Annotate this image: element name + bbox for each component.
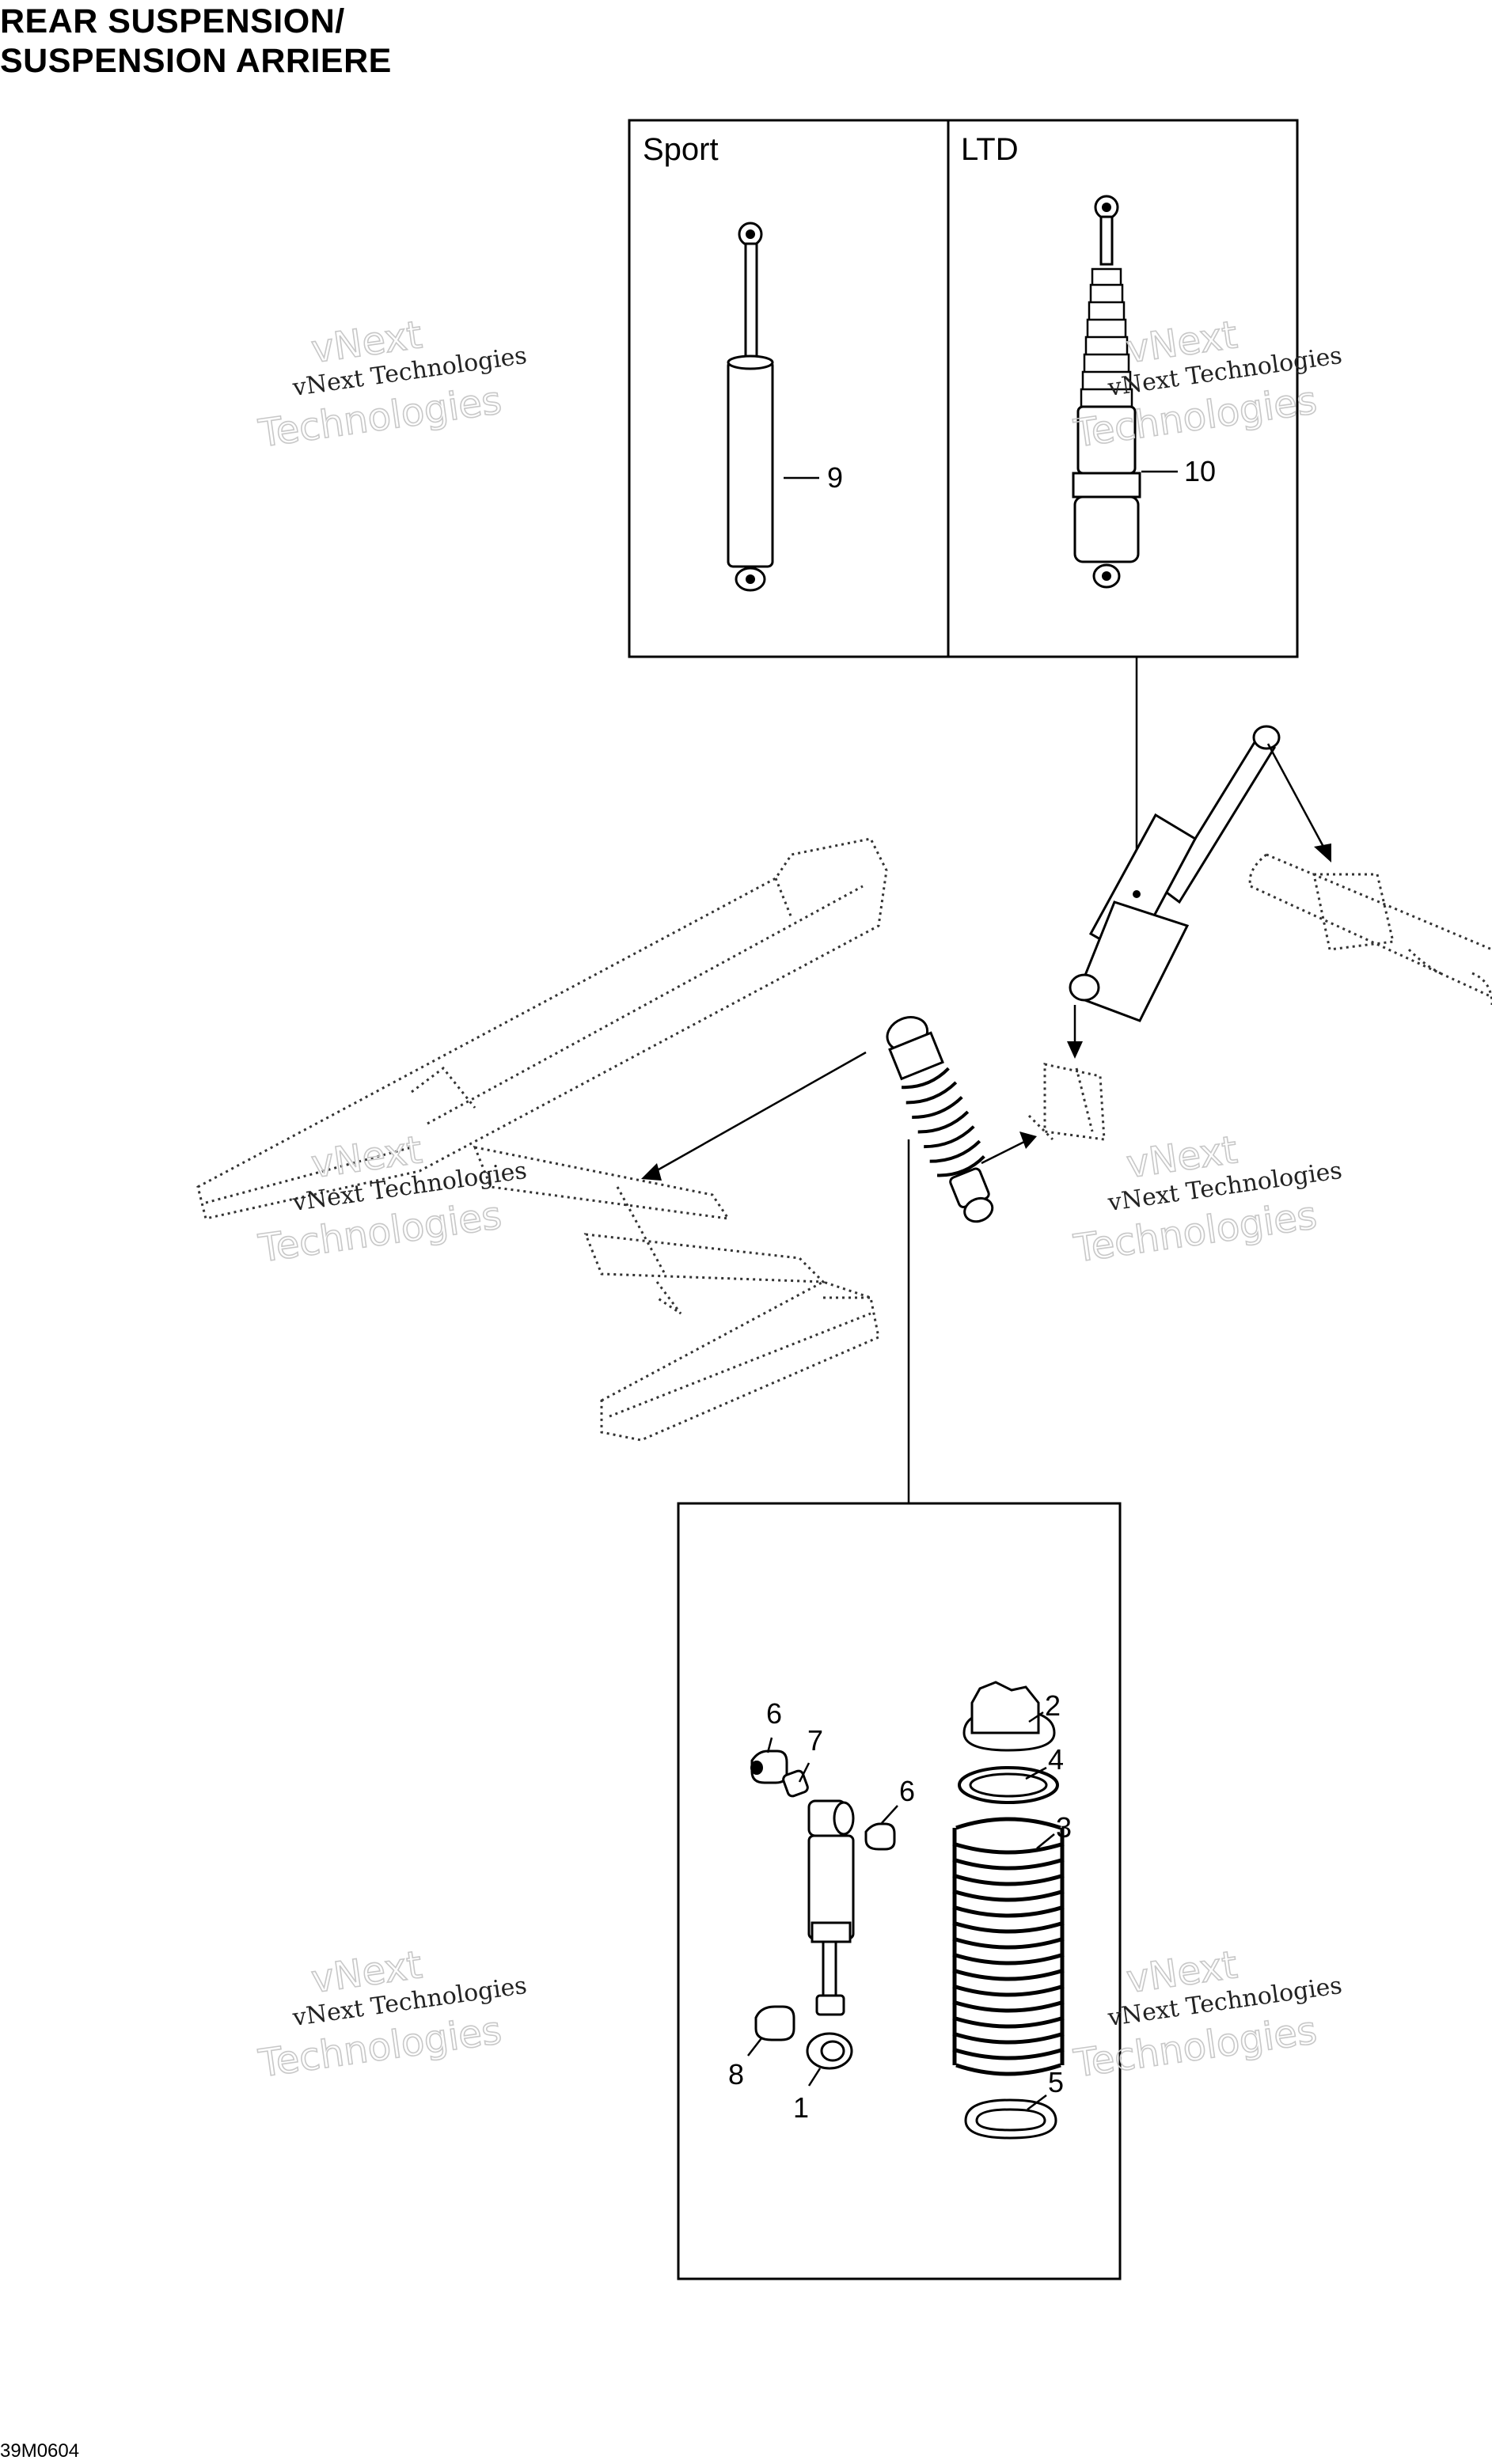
callout-8: 8 <box>728 2058 744 2091</box>
shock-components-panel <box>677 1502 1122 2280</box>
spring-drawing <box>952 1681 1065 2140</box>
callout-2: 2 <box>1045 1689 1061 1722</box>
coil-shock-drawing <box>641 1016 994 1223</box>
cross-shaft-drawing <box>1248 853 1492 1006</box>
bracket-drawing <box>981 1063 1106 1165</box>
watermark-5: vNext Technologies vNext Technologies <box>255 1942 529 2087</box>
callout-7: 7 <box>807 1724 823 1757</box>
page-title: REAR SUSPENSION/ SUSPENSION ARRIERE <box>0 2 392 81</box>
watermark-3: vNext Technologies vNext Technologies <box>255 1127 529 1272</box>
watermark-6: vNext Technologies vNext Technologies <box>1070 1942 1344 2087</box>
mounted-shock-drawing <box>1067 725 1331 1059</box>
callout-4: 4 <box>1048 1743 1064 1776</box>
callout-5: 5 <box>1048 2066 1064 2098</box>
callout-6-upper: 6 <box>766 1697 782 1730</box>
title-line-2: SUSPENSION ARRIERE <box>0 42 392 80</box>
damper-drawing <box>750 1749 896 2070</box>
ltd-shock-drawing: 10 <box>1072 195 1216 589</box>
sport-shock-drawing: 9 <box>727 222 843 592</box>
watermark-4: vNext Technologies vNext Technologies <box>1070 1127 1344 1272</box>
callouts-bottom: 6 7 6 2 4 3 5 8 1 <box>728 1689 1072 2124</box>
callout-3: 3 <box>1056 1811 1072 1844</box>
ltd-panel-label: LTD <box>961 132 1019 167</box>
title-line-1: REAR SUSPENSION/ <box>0 2 345 40</box>
callout-10: 10 <box>1184 455 1216 487</box>
callout-9: 9 <box>827 461 843 494</box>
figure-code: 39M0604 <box>0 2440 80 2462</box>
callout-6-right: 6 <box>899 1775 915 1807</box>
rail-drawing <box>196 837 888 1442</box>
shock-variants-panel: Sport LTD <box>628 119 1299 658</box>
callout-1: 1 <box>793 2091 809 2124</box>
watermark-1: vNext Technologies vNext Technologies <box>255 312 529 457</box>
sport-panel-label: Sport <box>643 132 719 167</box>
